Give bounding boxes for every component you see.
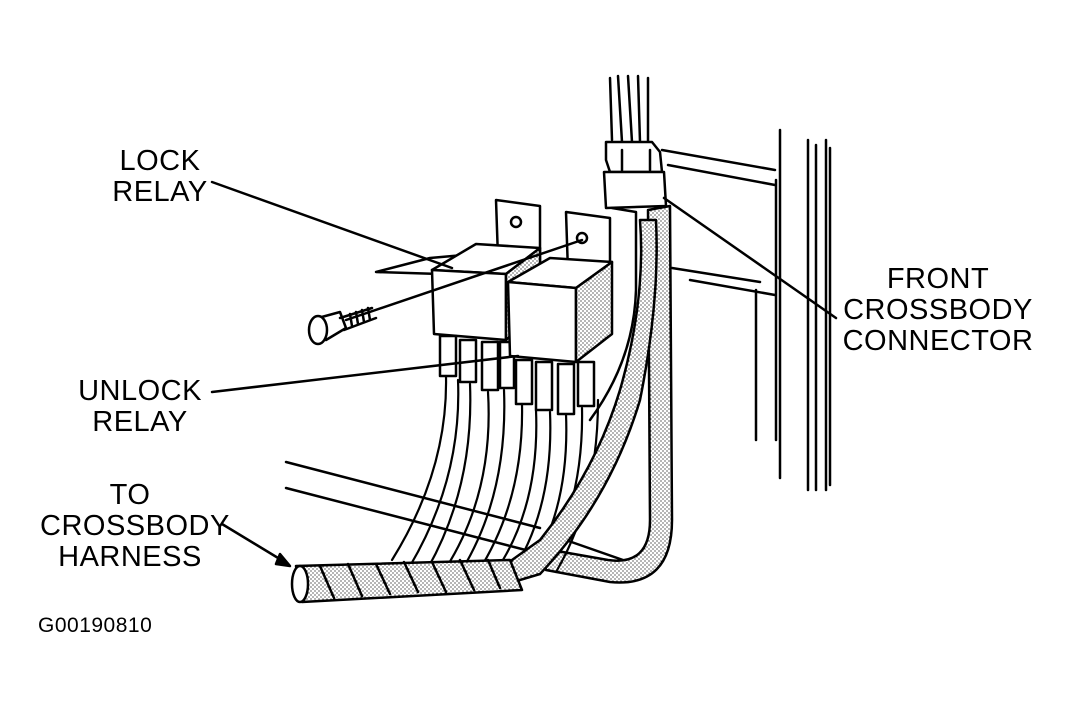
unlock-relay: [506, 210, 614, 416]
to-crossbody-harness-label-line2: CROSSBODY: [40, 510, 230, 542]
front-crossbody-connector-label: FRONT CROSSBODY CONNECTOR: [840, 264, 1036, 357]
figure-id: G00190810: [38, 614, 153, 637]
mounting-screw: [307, 306, 378, 346]
front-crossbody-connector: [588, 74, 668, 422]
front-crossbody-connector-label-line1: FRONT: [886, 263, 990, 295]
front-crossbody-connector-label-line3: CONNECTOR: [842, 325, 1034, 357]
spiral-wrap: [498, 218, 658, 588]
crossbody-harness-end: [290, 558, 524, 604]
unlock-relay-label: UNLOCK RELAY: [72, 376, 208, 438]
front-crossbody-connector-label-line2: CROSSBODY: [843, 294, 1033, 326]
to-crossbody-harness-label: TO CROSSBODY HARNESS: [40, 479, 230, 573]
lock-relay-label: LOCK RELAY: [110, 146, 210, 208]
lock-relay-label-line1: LOCK: [119, 145, 201, 177]
unlock-relay-label-line2: RELAY: [92, 406, 188, 438]
lock-relay-label-line2: RELAY: [112, 176, 208, 208]
to-crossbody-harness-label-line3: HARNESS: [58, 541, 202, 573]
harness-conduit: [538, 204, 674, 584]
lock-relay: [430, 198, 542, 392]
leader-lines: [210, 180, 838, 568]
to-crossbody-harness-label-line1: TO: [109, 479, 151, 511]
unlock-relay-label-line1: UNLOCK: [78, 375, 202, 407]
